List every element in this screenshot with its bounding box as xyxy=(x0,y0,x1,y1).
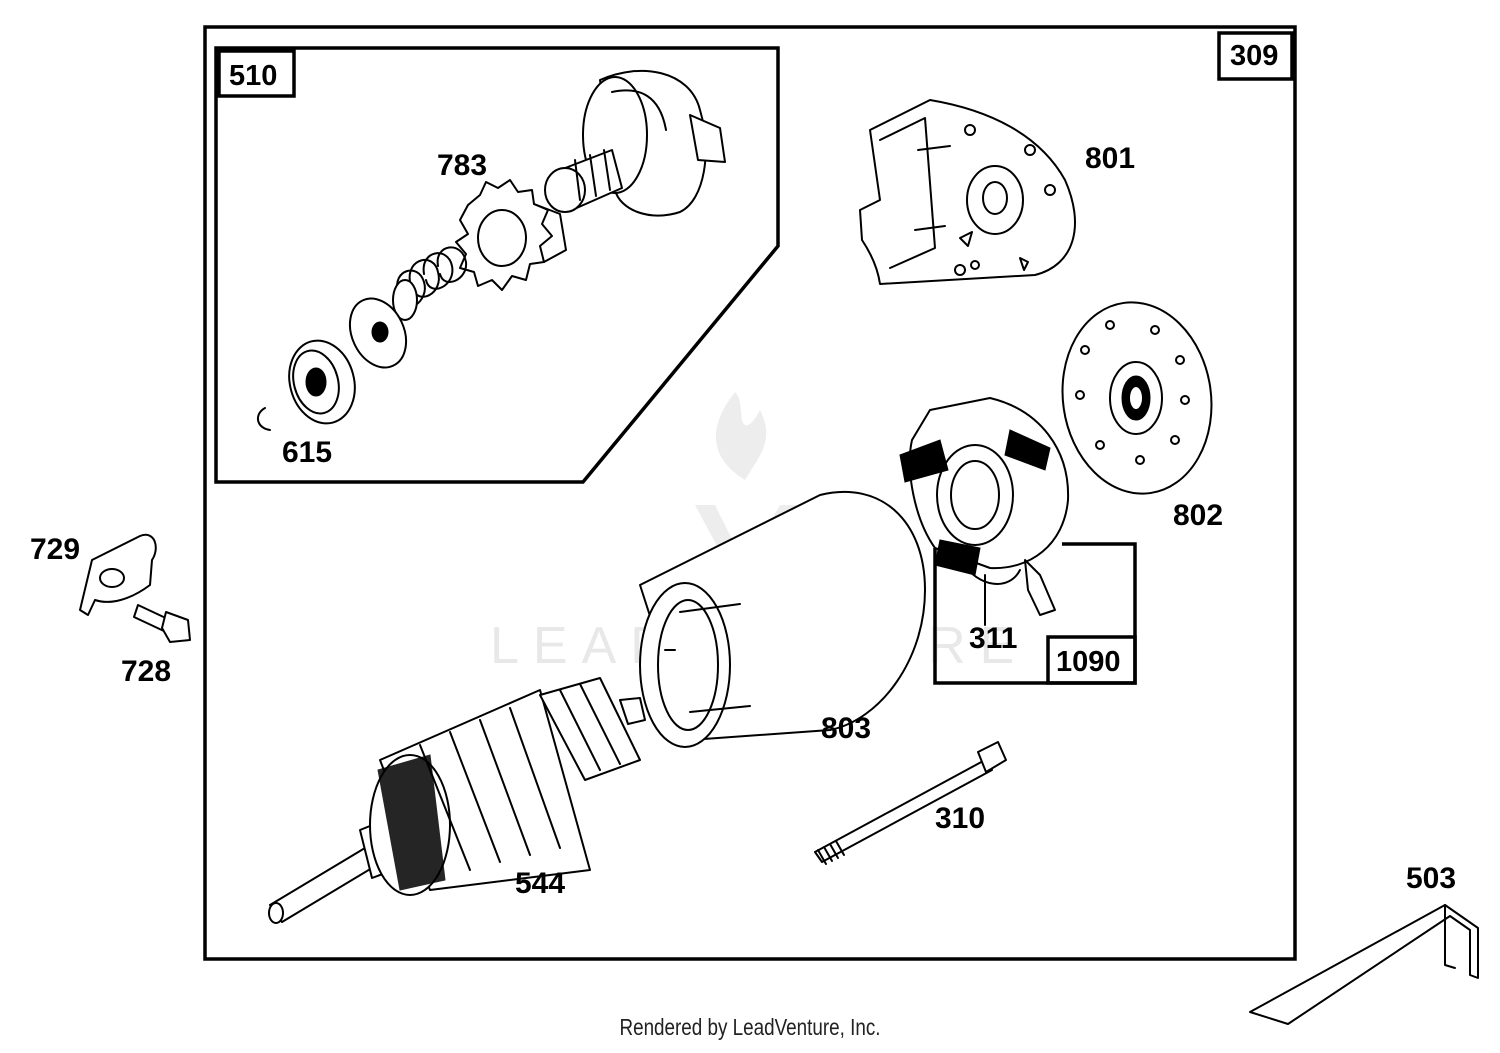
group-1090-label-box[interactable]: 1090 xyxy=(1046,635,1137,685)
pinion-gear-drawing xyxy=(455,179,567,291)
group-510-label-box[interactable]: 510 xyxy=(217,49,296,98)
bracket-729-drawing xyxy=(79,533,157,616)
field-frame-drawing xyxy=(639,490,926,748)
group-510-label: 510 xyxy=(229,60,277,92)
callout-729[interactable]: 729 xyxy=(30,533,80,566)
part-label-803: 803 xyxy=(821,712,871,745)
collar-drawing xyxy=(257,339,356,431)
callout-783[interactable]: 783 xyxy=(437,149,487,182)
callout-801[interactable]: 801 xyxy=(1085,142,1135,175)
callout-310[interactable]: 310 xyxy=(935,802,985,835)
callout-803[interactable]: 803 xyxy=(821,712,871,745)
part-label-801: 801 xyxy=(1085,142,1135,175)
group-309-label: 309 xyxy=(1230,40,1278,72)
callout-503[interactable]: 503 xyxy=(1406,862,1456,895)
callout-728[interactable]: 728 xyxy=(121,655,171,688)
drive-housing-drawing xyxy=(544,69,726,217)
washer-drawing xyxy=(348,297,408,369)
part-label-728: 728 xyxy=(121,655,171,688)
part-label-310: 310 xyxy=(935,802,985,835)
group-309-frame xyxy=(203,25,1297,961)
part-label-802: 802 xyxy=(1173,499,1223,532)
callout-544[interactable]: 544 xyxy=(515,867,565,900)
tool-503-drawing xyxy=(1249,904,1479,1025)
part-label-615: 615 xyxy=(282,436,332,469)
callout-802[interactable]: 802 xyxy=(1173,499,1223,532)
through-bolt-drawing xyxy=(814,741,1007,865)
brush-holder-drawing xyxy=(899,397,1070,626)
callout-311[interactable]: 311 xyxy=(969,622,1017,655)
part-label-503: 503 xyxy=(1406,862,1456,895)
part-label-544: 544 xyxy=(515,867,565,900)
part-label-311: 311 xyxy=(969,622,1017,655)
group-510-frame xyxy=(214,46,780,484)
part-label-783: 783 xyxy=(437,149,487,182)
end-plate-drawing xyxy=(1061,301,1213,495)
footer-credit: Rendered by LeadVenture, Inc. xyxy=(619,1014,881,1040)
spring-drawing xyxy=(392,246,468,321)
callout-615[interactable]: 615 xyxy=(282,436,332,469)
bracket-plate-drawing xyxy=(859,99,1076,285)
armature-drawing xyxy=(268,677,646,924)
group-1090-label: 1090 xyxy=(1056,646,1121,678)
bolt-728-drawing xyxy=(133,604,191,643)
part-label-729: 729 xyxy=(30,533,80,566)
group-309-label-box[interactable]: 309 xyxy=(1217,31,1294,81)
